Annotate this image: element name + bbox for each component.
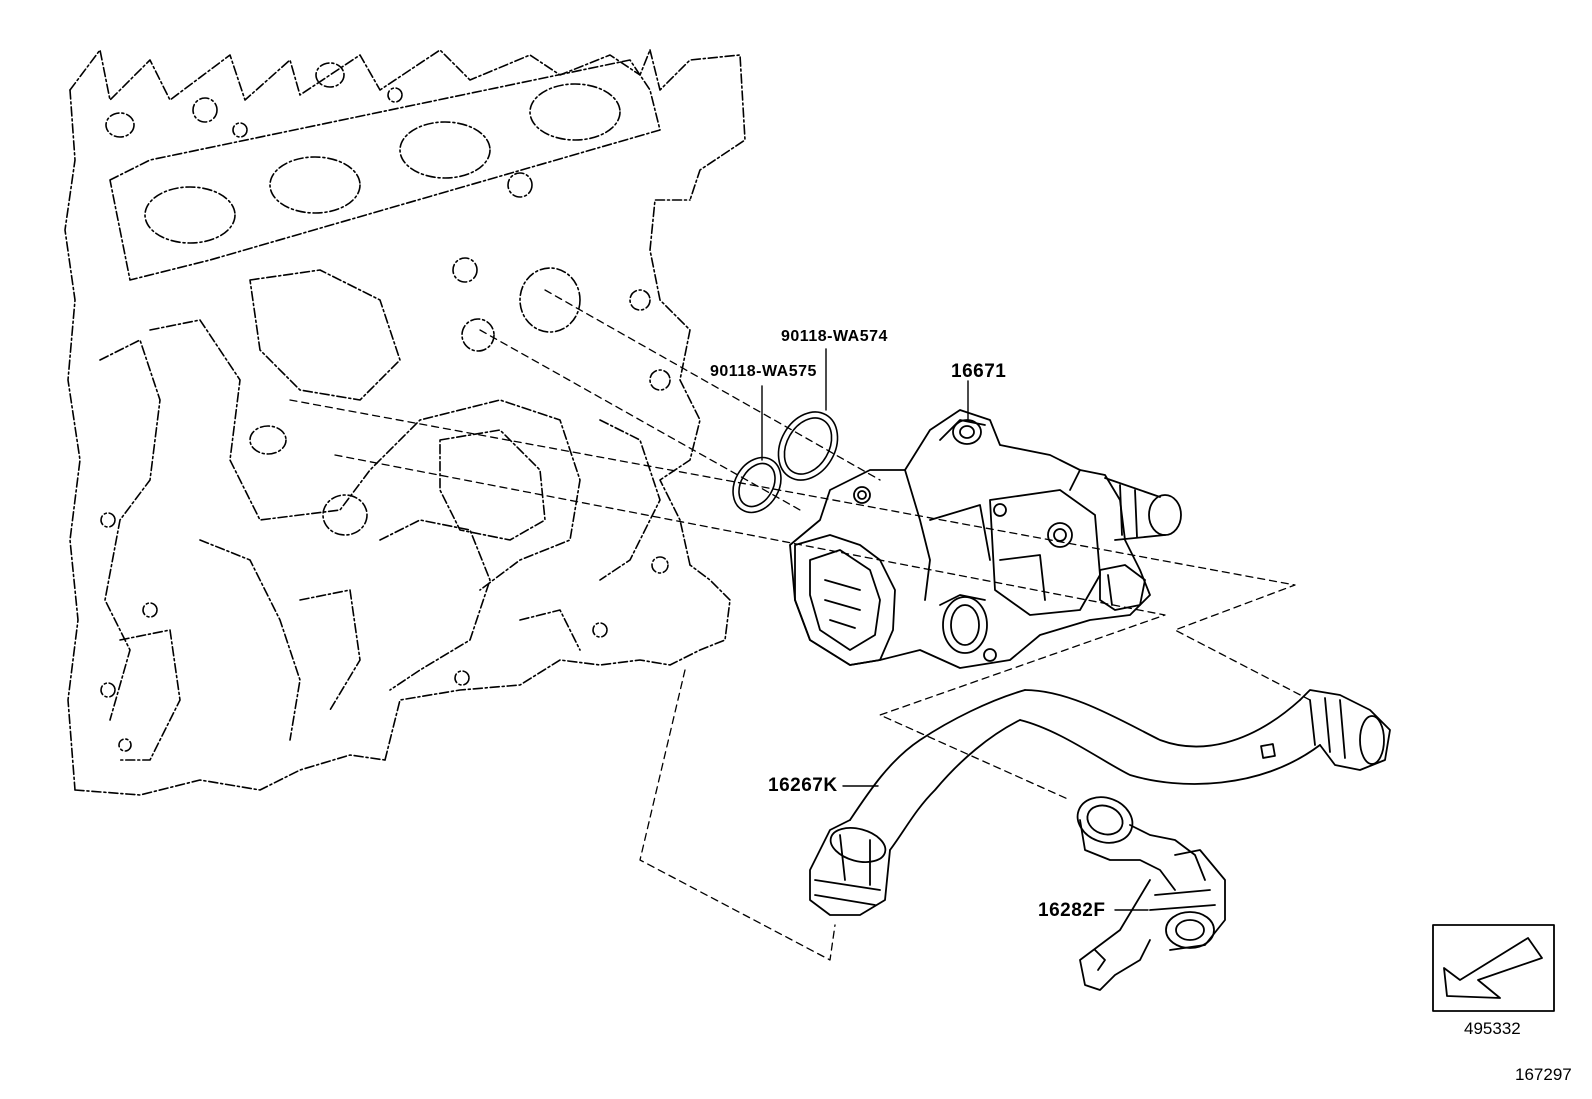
assembly-guide-lines xyxy=(289,289,1311,961)
illustration-id: 167297 xyxy=(1515,1065,1572,1084)
reference-box-code: 495332 xyxy=(1464,1019,1521,1038)
callout-water-outlet-16671: 16671 xyxy=(951,361,1007,382)
callout-hose-16282F: 16282F xyxy=(1038,900,1106,921)
direction-reference-box xyxy=(1432,924,1555,1012)
callout-hose-16267K: 16267K xyxy=(768,775,838,796)
water-outlet-assembly-16671 xyxy=(789,409,1182,669)
callout-gasket-90118-WA574: 90118-WA574 xyxy=(781,328,888,345)
hose-16267K xyxy=(809,689,1391,916)
gasket-90118-WA574 xyxy=(777,411,839,481)
arrow-front-indicator-icon xyxy=(1443,937,1543,999)
engine-block-outline xyxy=(64,49,746,796)
callout-gasket-90118-WA575: 90118-WA575 xyxy=(710,363,817,380)
gasket-90118-WA575 xyxy=(732,456,782,514)
callout-leaders xyxy=(761,348,1149,911)
hose-16282F xyxy=(1076,796,1226,991)
